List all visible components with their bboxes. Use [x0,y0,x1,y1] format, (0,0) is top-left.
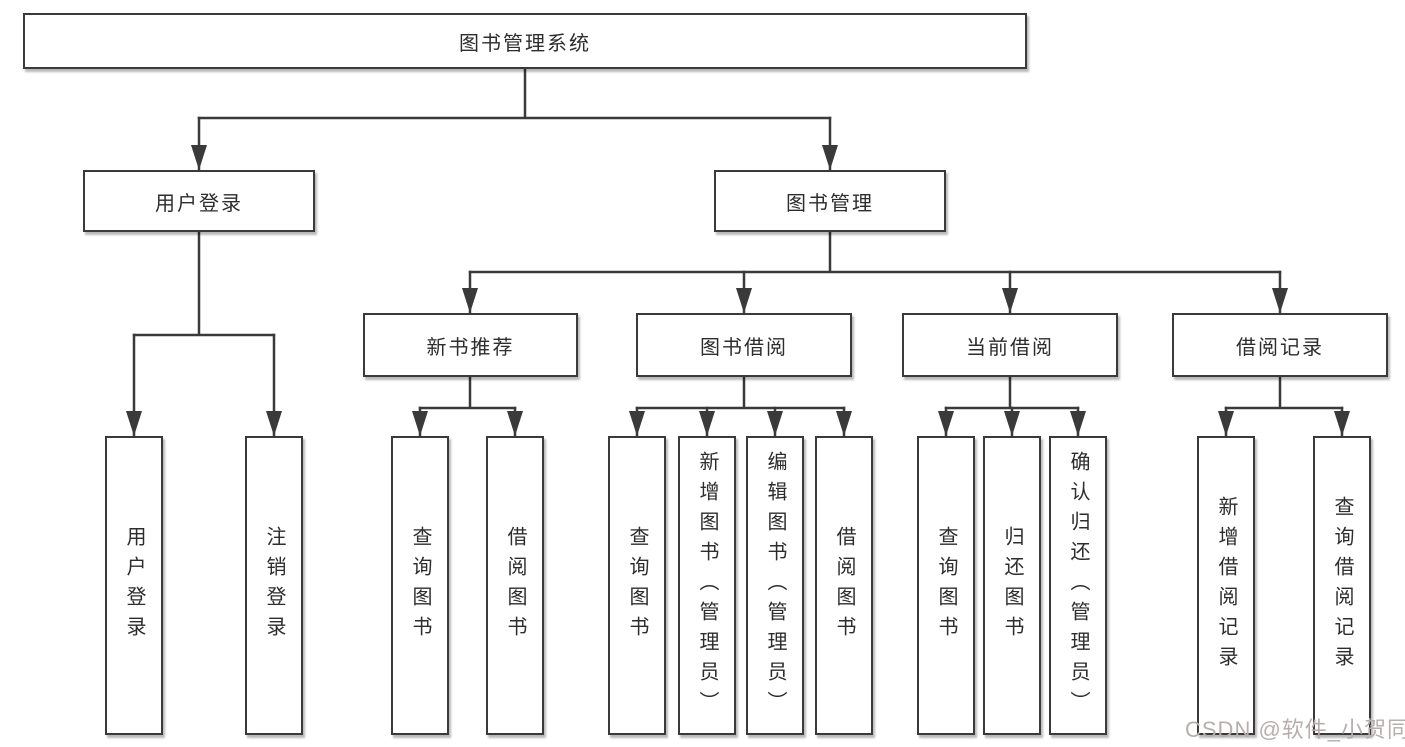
node-label: 查询图书 [626,525,648,646]
node-label: 图书管理系统 [459,32,591,55]
leaf-logout: 注销登录 [245,436,303,735]
node-label: 用户登录 [155,192,243,215]
leaf-confirm-return-admin: 确认归还（管理员） [1049,436,1107,735]
node-label: 当前借阅 [966,336,1054,359]
leaf-borrow-books-recommend: 借阅图书 [486,436,544,735]
leaf-query-books-current: 查询图书 [917,436,975,735]
node-label: 借阅记录 [1236,336,1324,359]
node-label: 图书管理 [786,192,874,215]
node-library-management-system: 图书管理系统 [23,13,1027,69]
node-user-login: 用户登录 [83,170,315,232]
node-current-borrowing: 当前借阅 [902,313,1118,377]
csdn-watermark: CSDN @软件_小贺同学 [1185,717,1405,742]
node-label: 新增图书（管理员） [696,450,718,721]
leaf-add-borrow-record: 新增借阅记录 [1197,436,1255,735]
node-label: 新增借阅记录 [1215,495,1237,676]
leaf-add-books-admin: 新增图书（管理员） [678,436,736,735]
node-label: 编辑图书（管理员） [764,450,786,721]
leaf-borrow-books: 借阅图书 [815,436,873,735]
leaf-user-login: 用户登录 [105,436,163,735]
leaf-query-borrow-record: 查询借阅记录 [1313,436,1371,735]
node-label: 注销登录 [263,525,285,646]
node-label: 新书推荐 [426,336,515,359]
node-book-management: 图书管理 [714,170,946,232]
node-label: 查询图书 [409,525,431,646]
node-label: 借阅图书 [833,525,855,646]
node-label: 归还图书 [1001,525,1023,646]
leaf-query-books-recommend: 查询图书 [391,436,449,735]
leaf-edit-books-admin: 编辑图书（管理员） [746,436,804,735]
node-label: 查询图书 [935,525,957,646]
leaf-return-books: 归还图书 [983,436,1041,735]
node-label: 用户登录 [123,525,145,646]
node-borrowing-records: 借阅记录 [1172,313,1388,377]
node-label: 确认归还（管理员） [1067,450,1089,721]
node-label: 查询借阅记录 [1331,495,1353,676]
leaf-query-books-borrowing: 查询图书 [608,436,666,735]
node-new-book-recommendation: 新书推荐 [363,313,578,377]
node-label: 图书借阅 [700,336,788,359]
node-book-borrowing: 图书借阅 [636,313,852,377]
node-label: 借阅图书 [504,525,526,646]
